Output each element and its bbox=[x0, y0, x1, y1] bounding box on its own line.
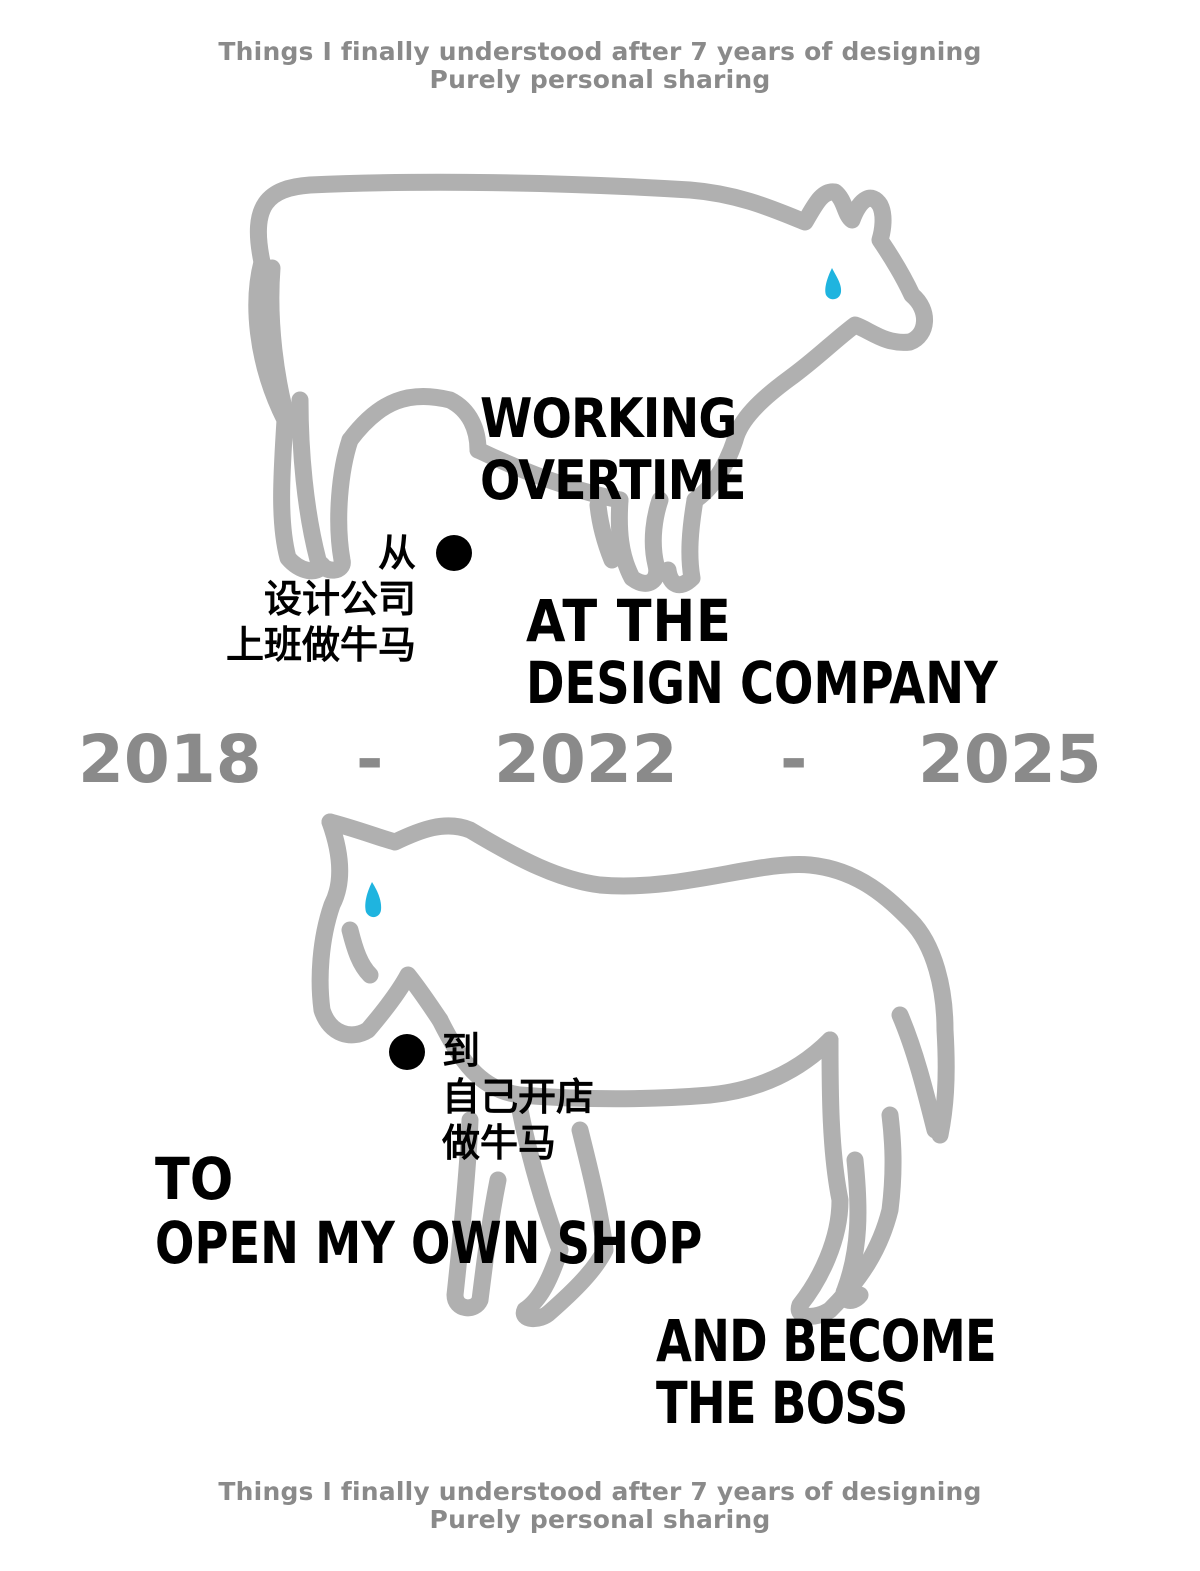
footer-subtitle: Purely personal sharing bbox=[429, 1505, 771, 1534]
cow-outline-icon bbox=[248, 173, 933, 594]
design-company-text: DESIGN COMPANY bbox=[526, 649, 998, 717]
timeline-separator-1: - bbox=[356, 721, 384, 798]
page-footer: Things I finally understood after 7 year… bbox=[0, 1478, 1200, 1534]
chinese-caption-top: 从 设计公司 上班做牛马 bbox=[226, 530, 416, 668]
to-text: TO bbox=[155, 1145, 234, 1213]
year-mid: 2022 bbox=[494, 721, 678, 798]
year-end: 2025 bbox=[918, 721, 1102, 798]
and-become-text: AND BECOME bbox=[656, 1307, 997, 1375]
horse-tear-icon bbox=[365, 882, 382, 918]
timeline-separator-2: - bbox=[780, 721, 808, 798]
working-text: WORKING bbox=[480, 387, 737, 450]
footer-title: Things I finally understood after 7 year… bbox=[218, 1477, 982, 1506]
chinese-caption-top-line3: 上班做牛马 bbox=[225, 623, 416, 667]
horse-outline-icon bbox=[311, 813, 955, 1327]
chinese-caption-bottom-line2: 自己开店 bbox=[442, 1075, 595, 1119]
chinese-caption-bottom-line3: 做牛马 bbox=[442, 1121, 557, 1165]
header-subtitle: Purely personal sharing bbox=[429, 65, 771, 94]
open-my-own-shop-text: OPEN MY OWN SHOP bbox=[155, 1209, 703, 1277]
at-the-text: AT THE bbox=[526, 587, 732, 655]
overtime-text: OVERTIME bbox=[480, 449, 747, 512]
chinese-caption-bottom: 到 自己开店 做牛马 bbox=[442, 1028, 594, 1166]
chinese-caption-top-line1: 从 bbox=[377, 531, 416, 575]
chinese-caption-top-line2: 设计公司 bbox=[263, 577, 416, 621]
year-start: 2018 bbox=[78, 721, 262, 798]
page-header: Things I finally understood after 7 year… bbox=[0, 38, 1200, 94]
the-boss-text: THE BOSS bbox=[656, 1369, 908, 1437]
bullet-dot-bottom bbox=[389, 1034, 425, 1070]
cow-tear-icon bbox=[825, 268, 842, 300]
bullet-dot-top bbox=[436, 535, 472, 571]
header-title: Things I finally understood after 7 year… bbox=[218, 37, 982, 66]
chinese-caption-bottom-line1: 到 bbox=[442, 1029, 481, 1073]
